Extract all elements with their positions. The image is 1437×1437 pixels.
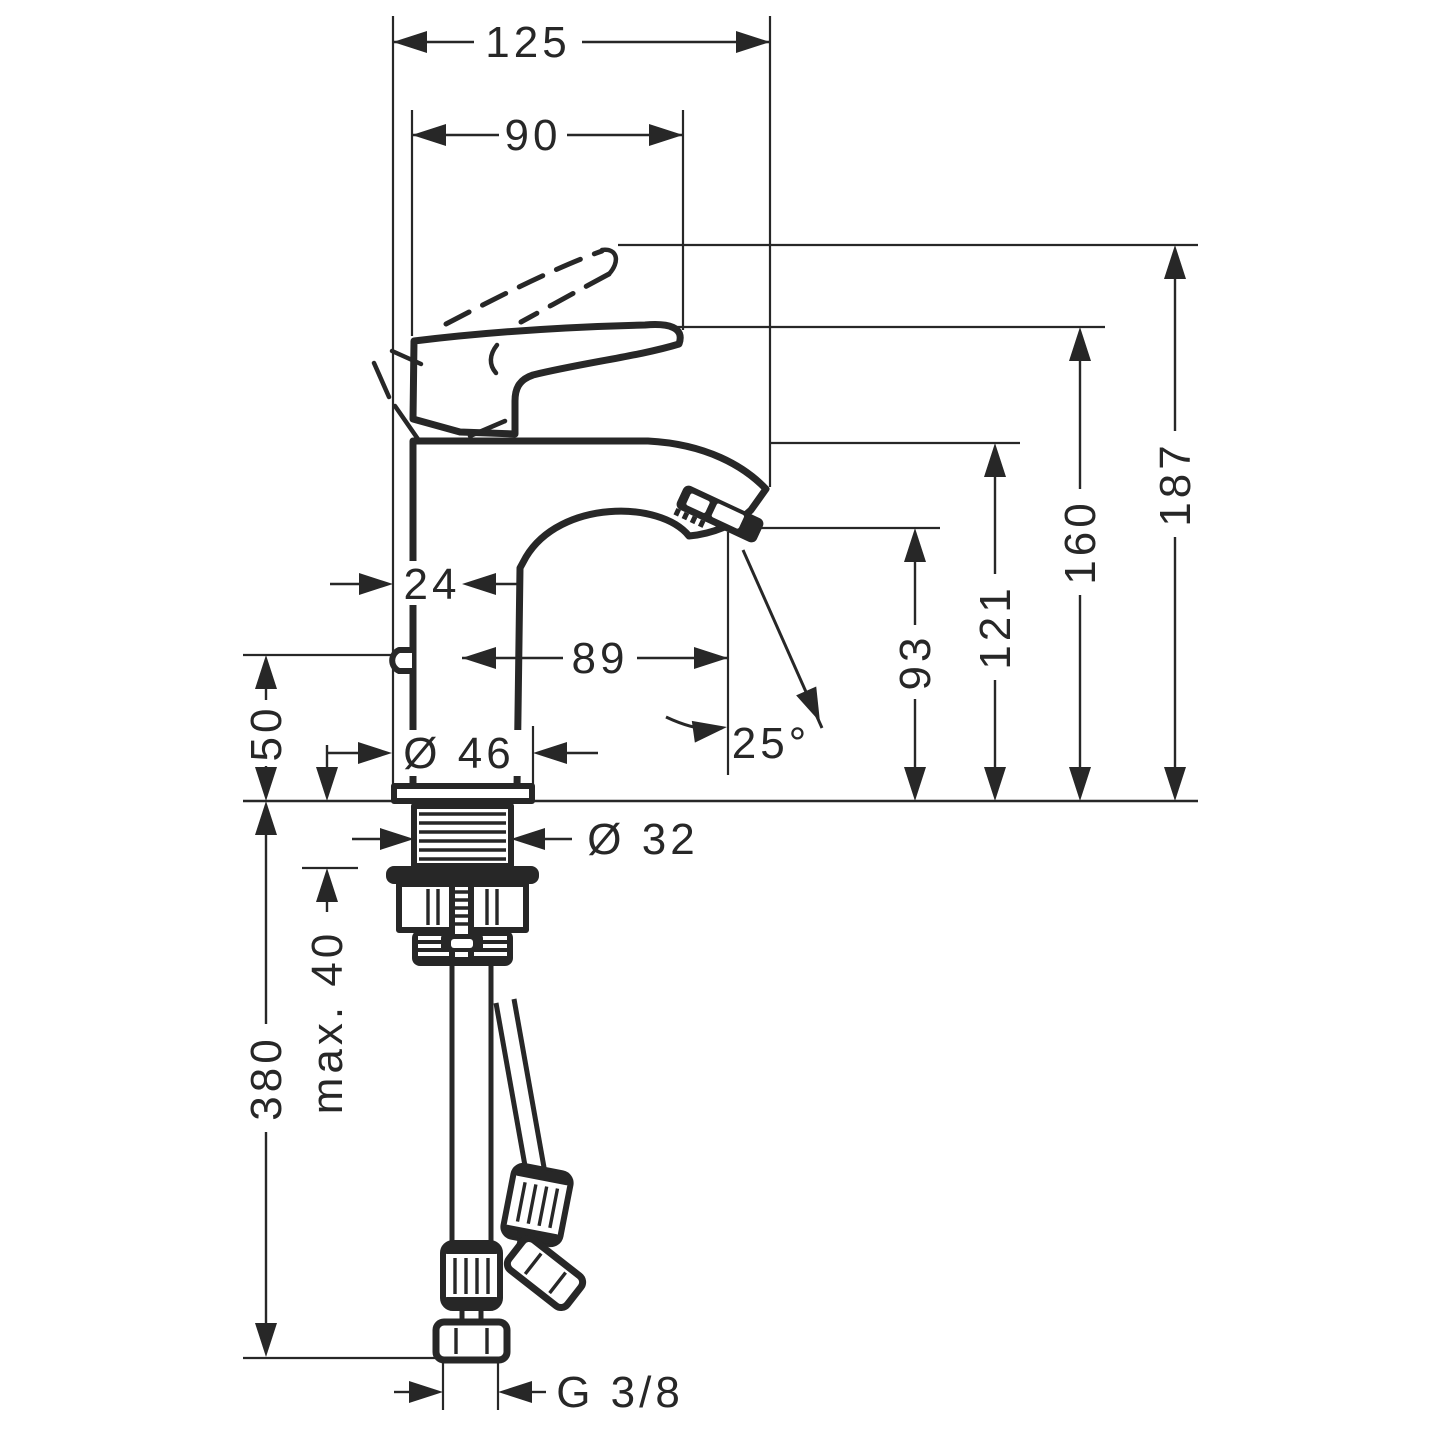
dim-label-spout-height: 121 [971,584,1020,669]
dim-body-height: 160 [1056,327,1105,801]
dim-connection-thread: G 3/8 [394,1368,684,1417]
dim-base-diameter: Ø 46 [326,729,598,778]
dim-label-max-height: 187 [1151,441,1200,526]
back-clip [389,647,412,674]
dim-label-hose-length: 380 [242,1035,291,1120]
dim-label-outlet-height: 93 [891,634,940,691]
dim-center-to-back: 24 [330,560,517,609]
dim-label-spout-reach: 89 [572,634,629,683]
handle-raised-dashed [371,247,619,445]
dim-back-clearance: 50 [242,655,291,801]
dim-label-spray-angle: 25° [732,719,811,768]
supply-hose-angled [493,998,587,1312]
dim-outlet-height: 93 [891,528,940,801]
dim-handle-reach: 90 [412,111,683,160]
faucet-outline [371,247,770,804]
horseshoe-washer [386,866,539,884]
dim-label-back-clearance: 50 [242,705,291,762]
mounting-hardware [386,803,539,966]
dim-label-body-height: 160 [1056,499,1105,584]
aerator [673,485,764,543]
supply-hose-straight [432,966,511,1364]
spout-body-outline [409,437,770,791]
hose-nut-angled [503,1234,587,1312]
dim-label-center-to-back: 24 [404,560,461,609]
dim-hose-length: 380 [242,801,291,1357]
hose-nut-straight [432,1318,511,1364]
dim-max-height: 187 [1151,245,1200,801]
dim-label-shank-diameter: Ø 32 [587,815,698,864]
dim-label-connection-thread: G 3/8 [556,1368,684,1417]
handle-outline [409,321,684,438]
dim-spout-height: 121 [971,443,1020,801]
base-flange [391,783,535,804]
dim-spout-reach: 89 [462,634,728,683]
dim-label-base-diameter: Ø 46 [403,729,514,778]
dim-label-handle-reach: 90 [505,111,562,160]
dim-max-mounting-thickness: max. 40 [303,745,352,1114]
dim-overall-width: 125 [393,18,770,67]
dim-label-max-mounting-thickness: max. 40 [303,930,352,1115]
dim-spray-angle: 25° [665,549,824,768]
dim-shank-diameter: Ø 32 [352,815,698,864]
dim-label-overall-width: 125 [485,18,570,67]
extension-lines [243,16,1198,1410]
